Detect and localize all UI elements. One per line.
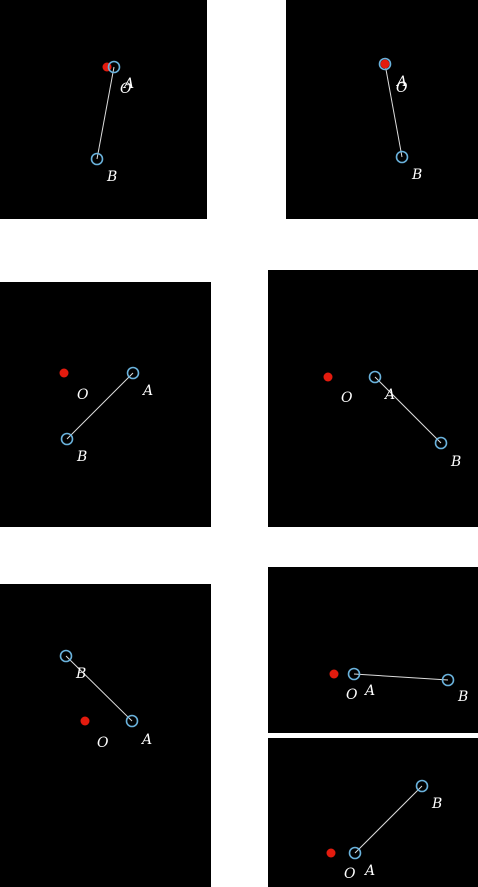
- origin-point: [380, 59, 390, 69]
- handle-b[interactable]: [434, 436, 448, 450]
- handle-a[interactable]: [126, 366, 140, 380]
- panel-canvas: A O B: [378, 57, 422, 183]
- segment-ab: [65, 655, 133, 722]
- label-b: B: [450, 454, 461, 470]
- label-origin: O: [346, 687, 358, 703]
- label-a: A: [141, 383, 153, 399]
- diagram-panel-6: O A B: [268, 567, 478, 733]
- label-b: B: [106, 169, 117, 185]
- segment-ab: [354, 785, 423, 854]
- handle-a[interactable]: [347, 667, 361, 681]
- label-b: B: [431, 796, 442, 812]
- label-b: B: [411, 167, 422, 183]
- diagram-panel-5: B O A: [0, 584, 211, 887]
- label-origin: O: [120, 81, 132, 97]
- handle-a[interactable]: [125, 714, 139, 728]
- label-a: A: [122, 76, 134, 92]
- label-origin: O: [97, 735, 109, 751]
- handle-b[interactable]: [59, 649, 73, 663]
- label-b: B: [75, 666, 86, 682]
- label-origin: O: [344, 866, 356, 882]
- handle-b[interactable]: [395, 150, 409, 164]
- origin-point: [326, 848, 336, 858]
- diagram-panel-3: O A B: [0, 282, 211, 527]
- origin-point: [323, 372, 333, 382]
- label-a: A: [383, 387, 395, 403]
- diagram-panel-7: O A B: [268, 738, 478, 887]
- label-a: A: [140, 732, 152, 748]
- panel-canvas: O A B: [329, 667, 468, 705]
- segment-ab: [384, 63, 403, 158]
- handle-b[interactable]: [60, 432, 74, 446]
- handle-b[interactable]: [415, 779, 429, 793]
- segment-ab: [96, 66, 115, 160]
- handle-a[interactable]: [378, 57, 392, 71]
- label-a: A: [363, 863, 375, 879]
- label-origin: O: [341, 390, 353, 406]
- handle-a[interactable]: [368, 370, 382, 384]
- panel-canvas: O A B: [326, 779, 442, 882]
- panel-canvas: O A B: [323, 370, 461, 470]
- segment-ab: [374, 376, 442, 444]
- panel-canvas: A O B: [90, 60, 134, 185]
- label-b: B: [76, 449, 87, 465]
- diagram-panel-4: O A B: [268, 270, 478, 527]
- label-b: B: [457, 689, 468, 705]
- origin-point: [80, 716, 90, 726]
- label-a: A: [363, 683, 375, 699]
- label-a: A: [395, 74, 407, 90]
- origin-point: [329, 669, 339, 679]
- panel-canvas: B O A: [59, 649, 152, 751]
- panel-canvas: O A B: [59, 366, 153, 465]
- diagram-panel-1: A O B: [0, 0, 207, 219]
- handle-b[interactable]: [441, 673, 455, 687]
- handle-a[interactable]: [107, 60, 121, 74]
- handle-a[interactable]: [348, 846, 362, 860]
- diagram-panel-2: A O B: [286, 0, 478, 219]
- origin-point: [59, 368, 69, 378]
- label-origin: O: [396, 80, 408, 96]
- label-origin: O: [77, 387, 89, 403]
- segment-ab: [66, 372, 134, 440]
- segment-ab: [353, 673, 449, 681]
- handle-b[interactable]: [90, 152, 104, 166]
